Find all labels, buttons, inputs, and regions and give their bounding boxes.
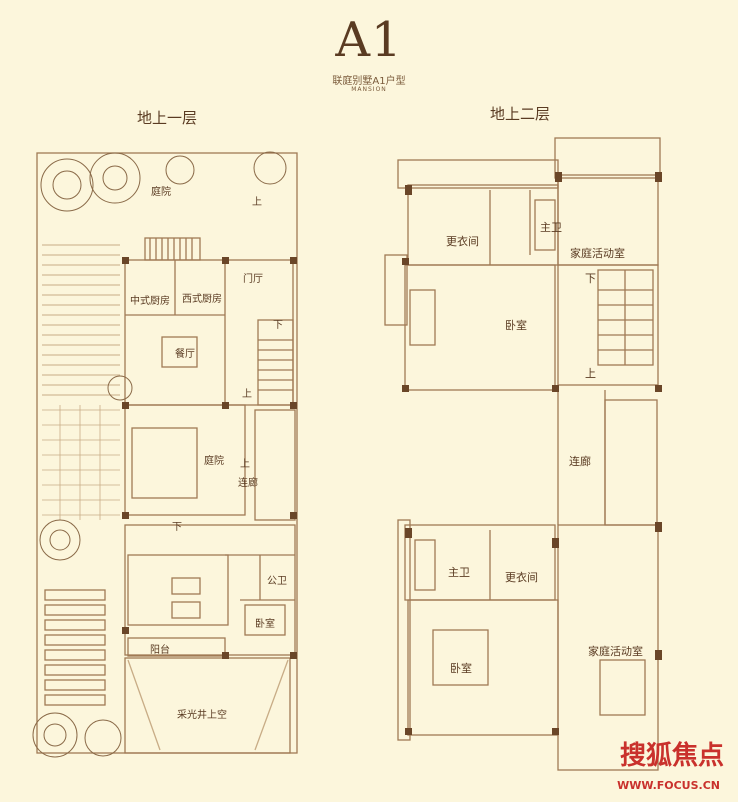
chinese-kitchen-label: 中式厨房 [130, 296, 170, 307]
stepping-stones [44, 589, 106, 706]
upper-corridor-label: 连廊 [569, 455, 591, 468]
ground-up-arrow-2: 上 [242, 389, 252, 400]
upper-top-terrace [554, 137, 661, 179]
plan-title: A1 [335, 12, 403, 68]
family-room-label-2: 家庭活动室 [588, 645, 643, 658]
sohu-focus-watermark-logo: 搜狐焦点 [619, 741, 724, 771]
paving-grid [42, 405, 120, 520]
bed-1 [409, 289, 436, 346]
skylight-label: 采光井上空 [177, 710, 227, 721]
master-bath-label-2: 主卫 [448, 566, 470, 579]
public-wc-label: 公卫 [267, 576, 287, 587]
upper-bath-closet-2 [404, 524, 556, 601]
balcony-rail [127, 637, 226, 657]
courtyard-feature [131, 427, 198, 499]
entry-steps [144, 237, 201, 261]
ground-corridor [254, 409, 296, 521]
ground-floor-label: 地上一层 [137, 109, 198, 127]
balcony-label: 阳台 [150, 645, 170, 656]
upper-bedroom-1 [404, 264, 556, 391]
upper-up-arrow: 上 [585, 367, 596, 380]
ground-house-lower [124, 524, 296, 656]
ground-corridor-label: 连廊 [238, 478, 258, 489]
plan-subtitle-en: MANSION [351, 86, 387, 93]
ground-bedroom-box [244, 604, 286, 636]
family-dining-table [599, 659, 646, 716]
skylight-void [124, 657, 291, 754]
upper-stair [597, 269, 654, 366]
upper-stair-hall [557, 264, 659, 386]
dining-label: 餐厅 [175, 349, 195, 360]
ground-courtyard-frame [124, 404, 246, 516]
upper-down-arrow: 下 [585, 272, 596, 285]
courtyard-label: 庭院 [204, 456, 224, 467]
upper-family-room-2 [557, 524, 659, 771]
bed-2 [432, 629, 489, 686]
living-area [127, 554, 229, 626]
bedroom-label-2: 卧室 [450, 662, 472, 675]
sohu-focus-watermark-url: WWW.FOCUS.CN [617, 779, 720, 792]
ground-house-upper [124, 259, 294, 406]
ground-down-arrow-2: 下 [172, 522, 182, 533]
bedroom-label-1: 卧室 [505, 319, 527, 332]
foyer-label: 门厅 [243, 274, 263, 285]
closet-label-2: 更衣间 [505, 571, 538, 584]
ground-up-arrow-1: 上 [252, 197, 262, 208]
western-kitchen-label: 西式厨房 [182, 294, 222, 305]
upper-floor-label: 地上二层 [490, 105, 551, 123]
family-room-label-1: 家庭活动室 [570, 247, 625, 260]
garden-trees [32, 151, 287, 758]
ground-down-arrow-1: 下 [273, 320, 283, 331]
plan-subtitle: 联庭别墅A1户型 [332, 76, 406, 87]
lawn-stripes [42, 244, 120, 396]
ground-stair [257, 319, 294, 406]
master-bath-label-1: 主卫 [540, 221, 562, 234]
structural-columns [122, 172, 662, 735]
ground-site-boundary [36, 152, 298, 754]
bathtub-2 [414, 539, 436, 591]
bathtub-1 [534, 199, 556, 251]
closet-label-1: 更衣间 [446, 235, 479, 248]
upper-bedroom-2 [407, 599, 559, 736]
ground-bedroom-label: 卧室 [255, 619, 275, 630]
dining-table [161, 336, 198, 368]
ground-garden-label: 庭院 [151, 187, 171, 198]
ground-up-arrow-3: 上 [240, 459, 250, 470]
